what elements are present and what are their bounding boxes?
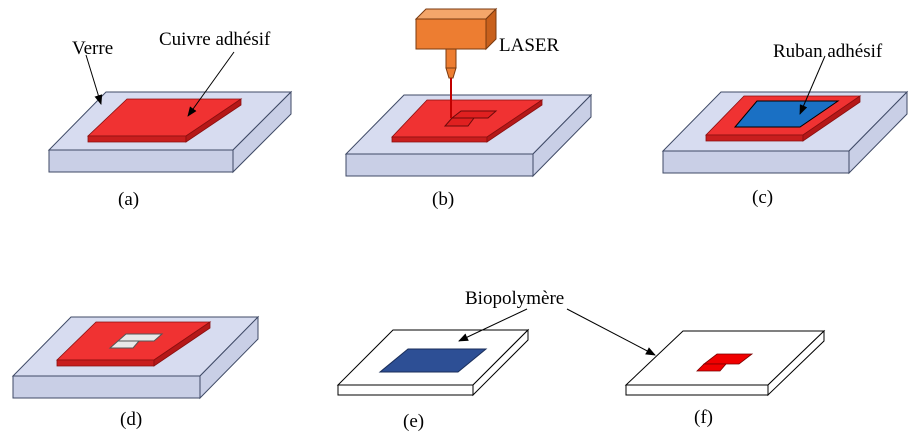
caption-c: (c) <box>752 187 773 208</box>
label-cuivre-adhesif: Cuivre adhésif <box>159 29 271 50</box>
caption-a: (a) <box>118 189 139 210</box>
laser-cut-pattern-b <box>443 110 498 127</box>
caption-e: (e) <box>403 411 424 432</box>
label-verre: Verre <box>72 38 113 59</box>
panel-b: LASER (b) <box>344 7 593 210</box>
label-laser: LASER <box>499 35 560 56</box>
panel-e: (e) <box>336 328 530 432</box>
laser-head <box>414 7 498 79</box>
biopolymere-pointer-f <box>566 308 656 356</box>
panel-a: Verre Cuivre adhésif (a) <box>47 29 293 210</box>
adhesive-tape-c <box>733 100 840 128</box>
biopolymer-film-e <box>378 348 488 373</box>
label-biopolymere: Biopolymère <box>465 288 564 309</box>
cut-opening-d <box>108 333 164 349</box>
panel-c: Ruban adhésif (c) <box>661 41 909 208</box>
caption-d: (d) <box>120 409 142 430</box>
biopolymere-pointer-e <box>458 308 528 342</box>
copper-tape-a <box>86 98 243 143</box>
caption-f: (f) <box>694 407 713 428</box>
biopolymer-pattern-f <box>696 353 754 372</box>
caption-b: (b) <box>432 189 454 210</box>
cuivre-pointer <box>187 51 235 117</box>
panel-f: (f) <box>624 329 826 428</box>
panel-d: (d) <box>11 315 260 430</box>
ruban-pointer <box>799 55 826 115</box>
label-ruban-adhesif: Ruban adhésif <box>773 41 883 62</box>
verre-pointer <box>85 54 103 105</box>
